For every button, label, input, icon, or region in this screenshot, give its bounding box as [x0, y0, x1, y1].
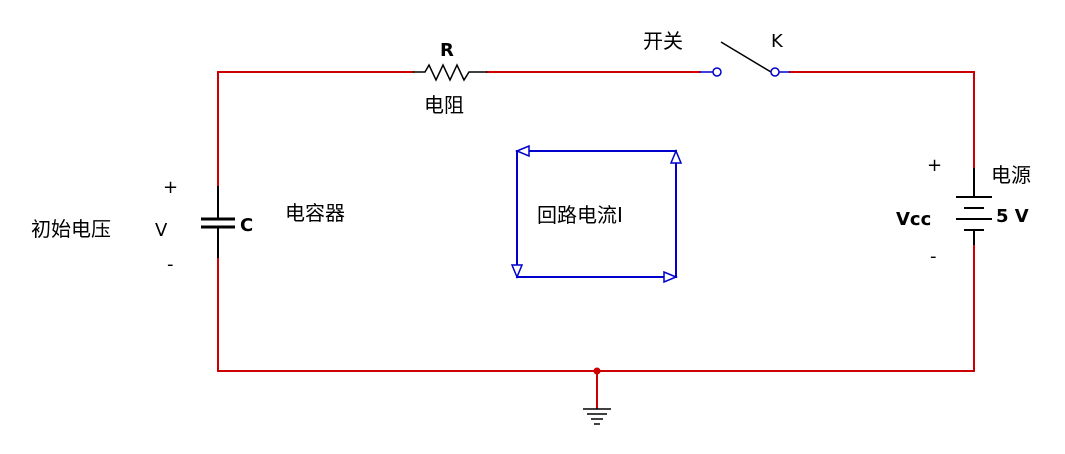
- capacitor-icon: [201, 186, 235, 258]
- switch-blade: [720, 41, 772, 73]
- power-name: 电源: [991, 163, 1031, 187]
- ground-icon: [583, 408, 611, 425]
- junction-dot-icon: [593, 367, 601, 375]
- cap-symbol: C: [240, 215, 253, 236]
- switch-name: 开关: [643, 29, 683, 53]
- loop-path: [516, 150, 677, 278]
- resistor-icon: [413, 63, 487, 82]
- wire-right-bottom: [217, 244, 975, 372]
- cap-plus: +: [163, 177, 178, 198]
- cap-name: 电容器: [285, 201, 345, 225]
- current-loop: [510, 144, 683, 284]
- switch-icon: [700, 41, 790, 77]
- arrow-icon: [669, 149, 683, 164]
- wire-left-top: [217, 71, 414, 187]
- arrow-icon: [515, 144, 530, 158]
- resistor-symbol: R: [440, 40, 454, 61]
- wire-right-top: [789, 71, 975, 169]
- cap-minus: -: [167, 254, 174, 275]
- wires: [217, 71, 975, 409]
- power-symbol: Vcc: [896, 209, 931, 230]
- resistor-name: 电阻: [424, 93, 464, 117]
- power-plus: +: [927, 155, 942, 176]
- arrow-icon: [510, 264, 524, 279]
- cap-initial-voltage: 初始电压: [31, 217, 111, 241]
- arrow-icon: [663, 270, 678, 284]
- power-minus: -: [930, 246, 937, 267]
- switch-contact-left: [712, 67, 722, 77]
- loop-current-label: 回路电流I: [537, 203, 623, 227]
- battery-icon: [956, 168, 992, 245]
- power-value: 5 V: [996, 206, 1029, 227]
- switch-symbol: K: [771, 31, 784, 52]
- cap-voltage-symbol: V: [155, 220, 168, 241]
- switch-contact-right: [770, 67, 780, 77]
